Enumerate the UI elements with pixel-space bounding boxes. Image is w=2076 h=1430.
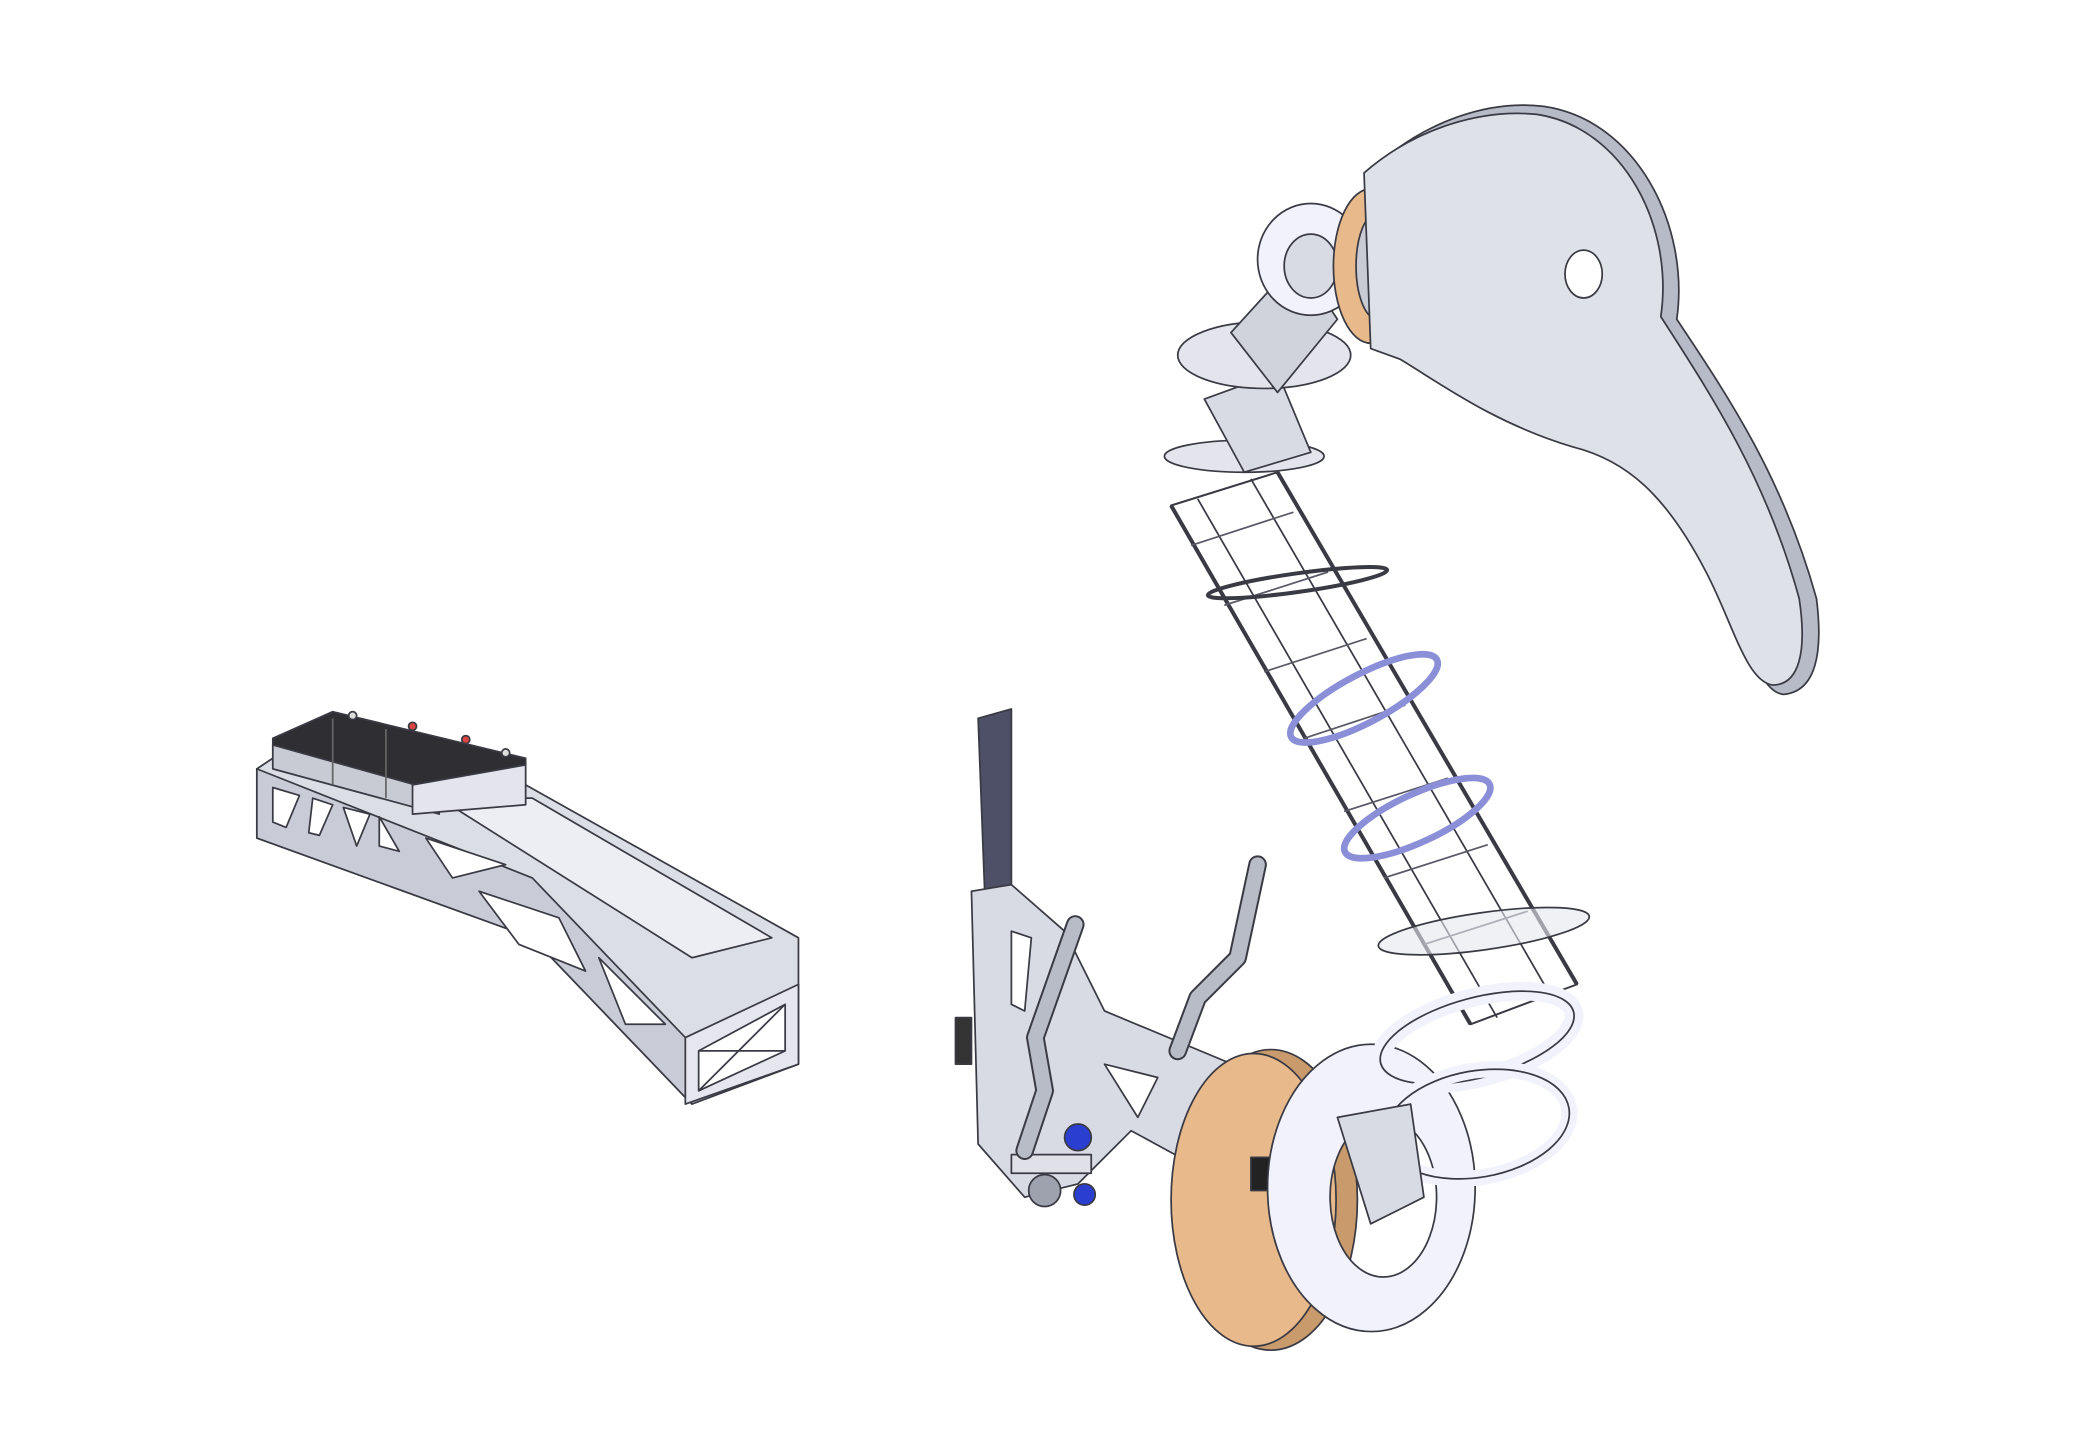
head-paddle [1363, 104, 1820, 696]
batteries [271, 710, 527, 815]
vertical-plate [977, 708, 1013, 895]
battery-frame [255, 757, 800, 1105]
handles [1015, 855, 1267, 1160]
ring-wheel [1266, 1043, 1477, 1333]
arm-column [1169, 471, 1591, 1225]
